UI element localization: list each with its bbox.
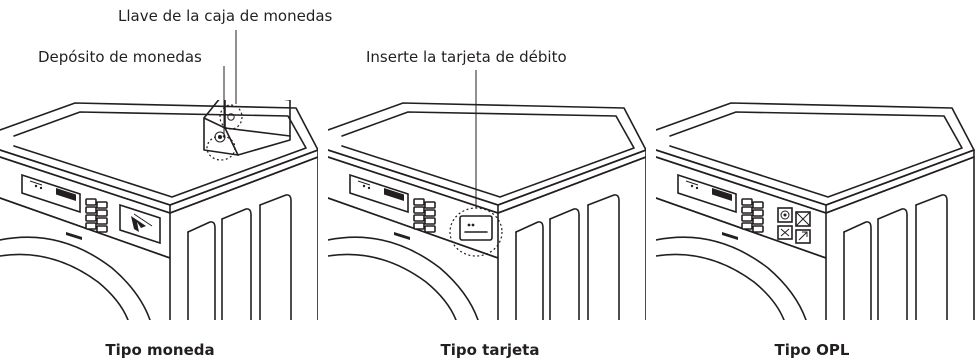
coin-deposit-label: Depósito de monedas <box>38 48 202 66</box>
insert-card-label: Inserte la tarjeta de débito <box>366 48 567 66</box>
coin-callout-leaders <box>223 30 237 138</box>
coin-box-key-label: Llave de la caja de monedas <box>118 7 333 25</box>
coin-washer-illustration <box>0 100 318 320</box>
caption-opl: Tipo OPL <box>775 341 850 359</box>
caption-card: Tipo tarjeta <box>441 341 540 359</box>
opl-washer-illustration <box>656 102 975 320</box>
caption-coin: Tipo moneda <box>105 341 214 359</box>
card-washer-illustration <box>328 102 646 320</box>
